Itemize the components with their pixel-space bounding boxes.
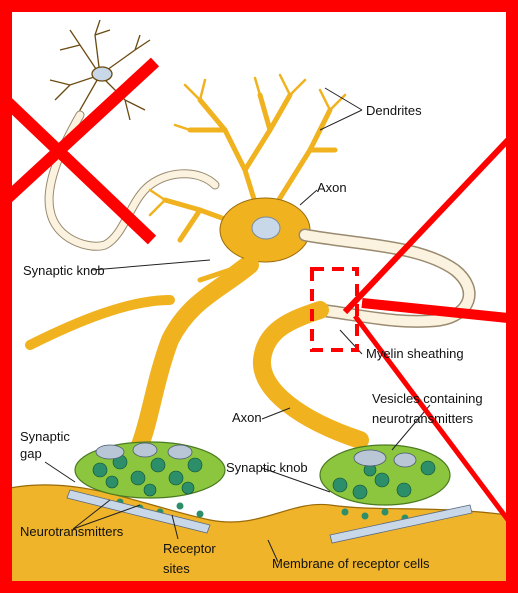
- label-vesicles-line1: Vesicles containing: [372, 391, 483, 406]
- label-dendrites: Dendrites: [366, 103, 422, 118]
- label-receptor-sites-line1: Receptor: [163, 541, 216, 556]
- label-axon-mid: Axon: [232, 410, 262, 425]
- label-myelin-sheathing: Myelin sheathing: [366, 346, 464, 361]
- nucleus: [252, 217, 280, 239]
- label-neurotransmitters: Neurotransmitters: [20, 524, 123, 539]
- label-synaptic-knob-bottom: Synaptic knob: [226, 460, 308, 475]
- label-membrane: Membrane of receptor cells: [272, 556, 430, 571]
- left-mitochondria: [96, 443, 192, 459]
- label-vesicles-line2: neurotransmitters: [372, 411, 473, 426]
- label-synaptic-gap-line2: gap: [20, 446, 42, 461]
- label-synaptic-gap-line1: Synaptic: [20, 429, 70, 444]
- label-receptor-sites-line2: sites: [163, 561, 190, 576]
- label-axon-top: Axon: [317, 180, 347, 195]
- label-synaptic-knob-top: Synaptic knob: [23, 263, 105, 278]
